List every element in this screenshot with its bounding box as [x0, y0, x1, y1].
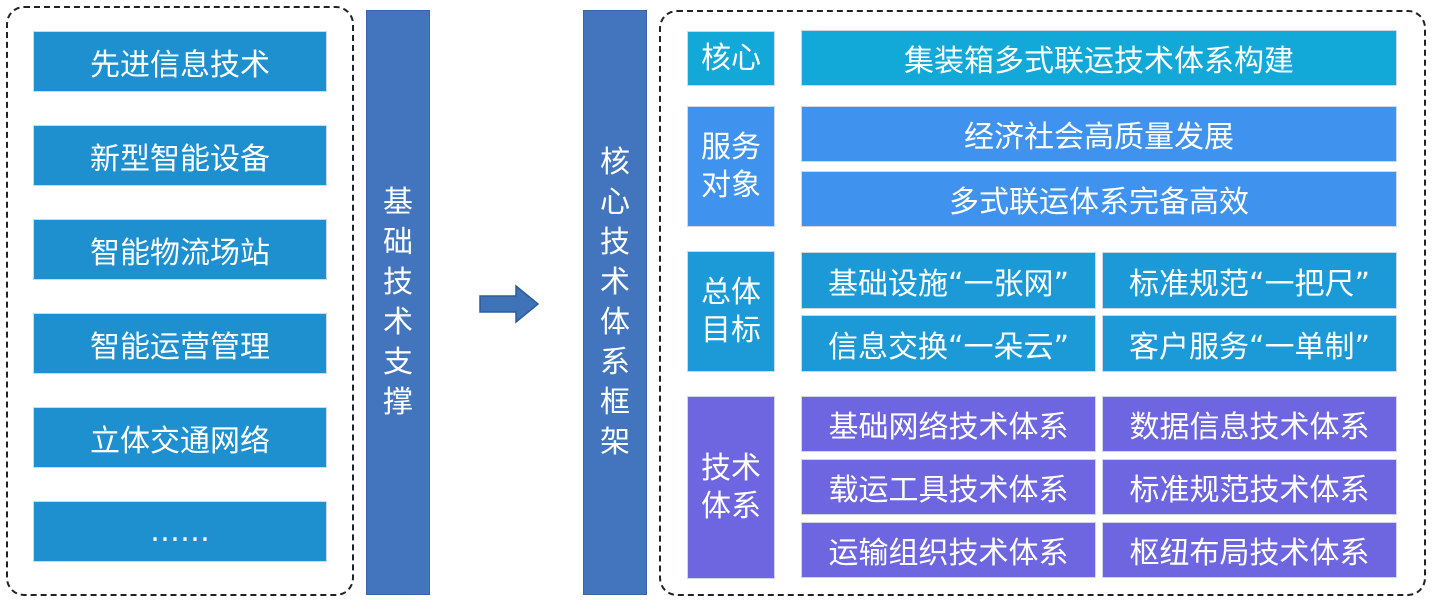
goal-item-infrastructure: 基础设施“一张网”: [801, 252, 1096, 309]
system-item-vehicles: 载运工具技术体系: [801, 459, 1096, 515]
systems-label: 技术体系: [687, 396, 775, 579]
goals-label-text: 总体目标: [701, 274, 761, 348]
framework-bar-label: 核心技术体系框架: [600, 144, 630, 460]
tech-item-smart-logistics: 智能物流场站: [33, 219, 327, 280]
systems-label-text: 技术体系: [701, 450, 761, 524]
tech-item-smart-equipment: 新型智能设备: [33, 125, 327, 186]
system-item-organization: 运输组织技术体系: [801, 522, 1096, 578]
support-bar-label: 基础技术支撑: [383, 184, 413, 420]
tech-item-advanced-info: 先进信息技术: [33, 31, 327, 92]
goal-item-standards: 标准规范“一把尺”: [1102, 252, 1397, 309]
system-item-standards: 标准规范技术体系: [1102, 459, 1397, 515]
goals-label: 总体目标: [687, 251, 775, 372]
service-label: 服务对象: [687, 106, 775, 227]
core-label: 核心: [687, 31, 775, 86]
system-item-data: 数据信息技术体系: [1102, 396, 1397, 452]
tech-item-transport-network: 立体交通网络: [33, 407, 327, 468]
core-content: 集装箱多式联运技术体系构建: [801, 30, 1397, 86]
system-item-network: 基础网络技术体系: [801, 396, 1096, 452]
right-arrow-icon: [479, 284, 540, 324]
right-panel-frame: [659, 10, 1426, 596]
tech-item-ellipsis: ……: [33, 501, 327, 562]
service-item-multimodal: 多式联运体系完备高效: [801, 171, 1397, 227]
framework-bar: 核心技术体系框架: [583, 10, 647, 595]
goal-item-information: 信息交换“一朵云”: [801, 315, 1096, 372]
core-label-text: 核心: [701, 40, 761, 76]
goal-item-customer: 客户服务“一单制”: [1102, 315, 1397, 372]
left-panel-frame: [6, 6, 354, 596]
tech-item-smart-operations: 智能运营管理: [33, 313, 327, 374]
service-item-economy: 经济社会高质量发展: [801, 106, 1397, 162]
system-item-hub-layout: 枢纽布局技术体系: [1102, 522, 1397, 578]
support-bar: 基础技术支撑: [366, 10, 430, 595]
service-label-text: 服务对象: [701, 129, 761, 203]
